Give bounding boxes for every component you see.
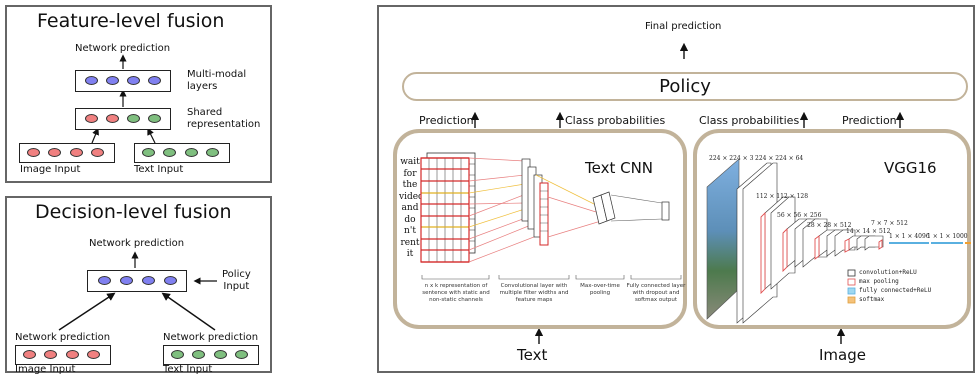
network-prediction-label: Network prediction <box>75 43 171 54</box>
vgg-dim-input: 224 × 224 × 3 <box>709 155 754 162</box>
image-input-node <box>91 148 104 157</box>
image-input-node <box>70 148 83 157</box>
multimodal-node <box>127 76 140 85</box>
multimodal-node <box>148 76 161 85</box>
text-label: Text <box>517 346 548 364</box>
shared-node <box>148 114 161 123</box>
shared-representation-box <box>75 108 171 130</box>
vgg-dim-pool5: 7 × 7 × 512 <box>871 220 908 227</box>
text-cnn-diagram <box>420 152 682 280</box>
image-prediction-node <box>66 350 79 359</box>
legend-swatch-conv <box>847 269 856 277</box>
legend-swatch-pool <box>847 278 856 286</box>
policy-node <box>98 276 111 285</box>
shared-node <box>85 114 98 123</box>
feature-fusion-panel: Feature-level fusion Network prediction … <box>5 5 272 183</box>
architecture-arrows <box>470 42 905 344</box>
vgg-dim-block2: 112 × 112 × 128 <box>756 193 809 200</box>
legend-conv: convolution+ReLU <box>859 269 917 276</box>
prediction-left-label: Prediction <box>419 114 474 127</box>
vgg-dim-block1: 224 × 224 × 64 <box>755 155 804 162</box>
text-input-label: Text Input <box>134 164 184 175</box>
image-input-box <box>19 143 115 163</box>
cnn-caption-pooling: Max-over-time pooling <box>580 283 620 296</box>
image-prediction-node <box>23 350 36 359</box>
text-cnn-container <box>393 129 687 329</box>
legend-fc: fully connected+ReLU <box>859 287 932 294</box>
vgg-dim-fc: 1 × 1 × 4096 <box>889 233 930 240</box>
vgg16-title: VGG16 <box>884 159 937 177</box>
network-prediction-top-label: Network prediction <box>89 238 185 249</box>
text-prediction-box <box>163 345 259 365</box>
text-prediction-node <box>235 350 248 359</box>
final-prediction-label: Final prediction <box>645 21 722 32</box>
cnn-caption-fully-connected: Fully connected layer with dropout and s… <box>626 283 686 303</box>
cnn-caption-convolution: Convolutional layer with multiple filter… <box>499 283 569 303</box>
class-probabilities-left-label: Class probabilities <box>565 114 666 127</box>
legend-softmax: softmax <box>859 296 885 303</box>
shared-representation-label: Shared representation <box>187 107 261 130</box>
text-input-label: Text Input <box>163 364 213 375</box>
vgg-dim-block5: 14 × 14 × 512 <box>846 228 891 235</box>
policy-node <box>164 276 177 285</box>
legend-swatch-fc <box>847 287 856 295</box>
vgg-dim-softmax: 1 × 1 × 1000 <box>927 233 968 240</box>
image-prediction-node <box>87 350 100 359</box>
legend-pool: max pooling <box>859 278 899 285</box>
image-input-node <box>48 148 61 157</box>
feature-fusion-arrows <box>91 54 156 144</box>
shared-node <box>127 114 140 123</box>
text-input-node <box>142 148 155 157</box>
cnn-caption-embedding: n x k representation of sentence with st… <box>422 283 490 303</box>
image-prediction-box <box>15 345 111 365</box>
vgg-dim-block3: 56 × 56 × 256 <box>777 212 822 219</box>
image-label: Image <box>819 346 866 364</box>
network-prediction-left-label: Network prediction <box>15 332 111 343</box>
text-prediction-node <box>171 350 184 359</box>
multimodal-node <box>106 76 119 85</box>
prediction-right-label: Prediction <box>842 114 897 127</box>
text-input-box <box>134 143 230 163</box>
multimodal-node <box>85 76 98 85</box>
decision-fusion-arrows <box>58 251 217 331</box>
legend-swatch-softmax <box>847 296 856 304</box>
class-probabilities-right-label: Class probabilities <box>699 114 800 127</box>
image-input-label: Image Input <box>15 364 76 375</box>
image-input-node <box>27 148 40 157</box>
architecture-panel: Final prediction Policy Prediction Class… <box>377 5 975 373</box>
policy-bar: Policy <box>402 72 968 101</box>
network-prediction-right-label: Network prediction <box>163 332 259 343</box>
image-prediction-node <box>44 350 57 359</box>
multimodal-label: Multi-modal layers <box>187 69 247 92</box>
vgg-dim-block4: 28 × 28 × 512 <box>807 222 852 229</box>
image-input-label: Image Input <box>20 164 81 175</box>
feature-fusion-title: Feature-level fusion <box>37 10 225 32</box>
multimodal-layer-box <box>75 70 171 92</box>
decision-fusion-title: Decision-level fusion <box>35 201 232 223</box>
vgg16-diagram <box>706 158 971 324</box>
policy-node <box>142 276 155 285</box>
decision-fusion-panel: Decision-level fusion Network prediction… <box>5 196 272 375</box>
text-prediction-node <box>192 350 205 359</box>
vgg16-container <box>693 129 971 329</box>
text-input-node <box>163 148 176 157</box>
policy-label: Policy <box>659 76 711 97</box>
policy-box <box>87 270 187 292</box>
text-prediction-node <box>214 350 227 359</box>
policy-input-label: Policy Input <box>222 269 251 292</box>
text-input-node <box>206 148 219 157</box>
shared-node <box>106 114 119 123</box>
vgg-legend: convolution+ReLU max pooling fully conne… <box>859 268 931 304</box>
policy-node <box>120 276 133 285</box>
sentence-words: wait for the video and do n't rent it <box>399 157 424 259</box>
text-input-node <box>185 148 198 157</box>
text-cnn-title: Text CNN <box>585 159 654 177</box>
